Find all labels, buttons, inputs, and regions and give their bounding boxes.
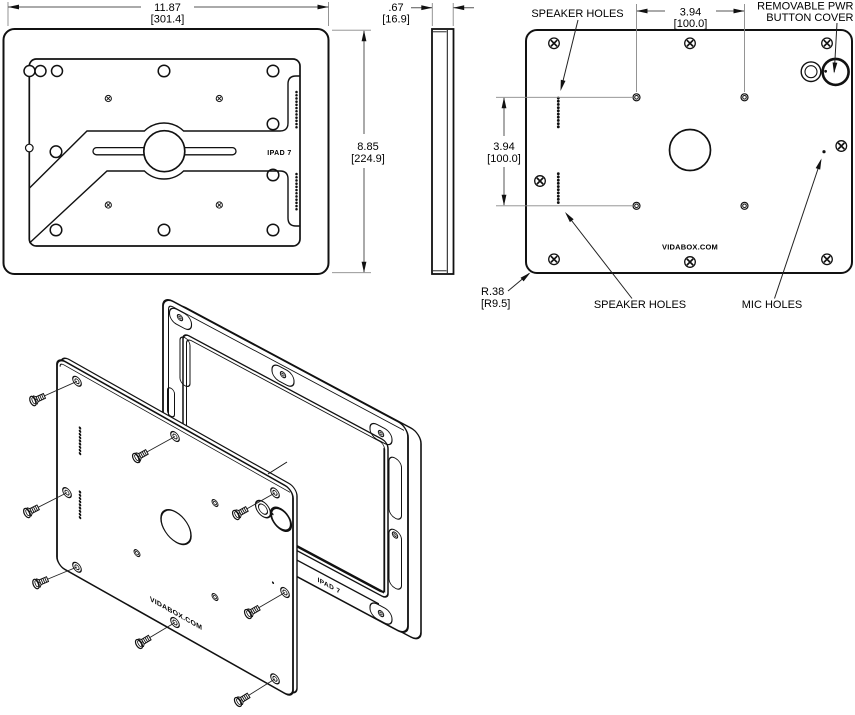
front-center-hole [142, 129, 186, 173]
mounting-screw [30, 573, 51, 591]
dimension-lines [8, 6, 744, 272]
front-camera-hole [50, 64, 64, 78]
exploded-frame: IPAD 7 [162, 298, 422, 640]
backplate-camera-ring-inner [258, 503, 268, 515]
back-view: VIDABOX.COM [525, 29, 853, 274]
front-camera-hole [34, 64, 47, 78]
dim-width-in: 11.87 [154, 2, 181, 14]
front-vesa-hole [215, 201, 223, 209]
front-hole [157, 64, 171, 78]
back-plate-outline [525, 29, 853, 274]
side-profile [431, 28, 455, 275]
back-camera-ring-inner [804, 65, 818, 79]
frame-edge-segment [267, 461, 288, 475]
mounting-screw [133, 632, 153, 651]
front-view: IPAD 7 [2, 28, 330, 275]
dim-depth-in: .67 [388, 2, 403, 14]
callout-pwr-line1: REMOVABLE PWR [757, 1, 853, 13]
dim-radius-in: R.38 [481, 286, 504, 298]
back-pwr-dot [824, 69, 827, 73]
dimensions: 11.87 [301.4] .67 [16.9] 8.85 [224.9] 3.… [7, 2, 745, 310]
front-hole [49, 223, 63, 237]
back-vesa-hole [740, 93, 749, 102]
front-model-label: IPAD 7 [267, 150, 291, 157]
callouts: SPEAKER HOLES SPEAKER HOLES MIC HOLES RE… [507, 1, 854, 311]
frame-tab [369, 602, 393, 625]
back-vesa-hole [632, 201, 641, 210]
front-vesa-hole [104, 94, 112, 103]
frame-rail-pocket [388, 456, 402, 520]
exploded-backplate: VIDABOX.COM [56, 357, 298, 696]
front-vesa-hole [215, 94, 223, 103]
dim-vesa-h-in: 3.94 [680, 7, 701, 19]
frame-rail-pocket [388, 528, 402, 590]
back-screw [533, 174, 547, 188]
back-vesa-hole [740, 201, 749, 210]
back-screw [547, 253, 561, 266]
callout-pwr-line2: BUTTON COVER [766, 12, 853, 24]
dim-depth-mm: [16.9] [382, 14, 410, 26]
mounting-screw [21, 502, 42, 520]
backplate-mic-hole [271, 581, 275, 585]
front-hole [266, 64, 280, 78]
backplate-pwr-button-cover [269, 506, 293, 532]
mounting-screw [27, 390, 48, 408]
dim-height-mm: [224.9] [351, 153, 385, 165]
dim-vesa-v-in: 3.94 [493, 141, 514, 153]
front-camera-hole [23, 64, 36, 78]
backplate-edge-line [59, 363, 290, 493]
front-channel-top [29, 75, 300, 189]
front-hole [157, 223, 171, 237]
frame-tab [168, 307, 193, 331]
front-vesa-hole [104, 201, 112, 209]
back-mic-hole [822, 150, 826, 154]
back-brand-label: VIDABOX.COM [662, 243, 718, 252]
back-center-hole [668, 128, 712, 172]
dim-vesa-h-mm: [100.0] [674, 18, 708, 30]
callout-speaker-holes-top: SPEAKER HOLES [531, 8, 623, 20]
dim-height-in: 8.85 [357, 141, 378, 153]
back-vesa-hole [632, 93, 641, 102]
mounting-screw [232, 690, 252, 709]
frame-lip-edge [168, 305, 404, 500]
front-hole [266, 223, 280, 237]
front-hole [49, 145, 63, 159]
leader-lines [507, 19, 838, 299]
back-screw [820, 37, 834, 50]
front-inner-plate [28, 58, 301, 247]
extension-lines [7, 2, 745, 274]
backplate-face [56, 359, 294, 696]
back-screw [683, 37, 697, 50]
front-hole [266, 168, 280, 182]
back-screw [683, 255, 697, 269]
dim-vesa-v-mm: [100.0] [487, 153, 521, 165]
frame-tab [271, 364, 295, 387]
side-view [431, 28, 455, 275]
back-pwr-button-cover [821, 57, 850, 87]
callout-mic-holes: MIC HOLES [742, 299, 803, 311]
dim-radius-mm: [R9.5] [481, 298, 510, 310]
front-edge-notch [24, 143, 34, 153]
front-hole [266, 117, 280, 131]
front-channel-bottom [29, 170, 300, 244]
back-screw [820, 253, 834, 266]
backplate-center-hole [160, 508, 192, 546]
frame-camera-pocket [179, 336, 191, 388]
back-screw [835, 139, 848, 153]
callout-speaker-holes-bottom: SPEAKER HOLES [594, 299, 686, 311]
front-outer-bezel [2, 28, 330, 275]
dim-width-mm: [301.4] [151, 14, 185, 26]
exploded-view: IPAD 7 [21, 298, 422, 709]
back-screw [547, 37, 561, 50]
frame-tab [369, 422, 393, 446]
back-camera-ring [800, 61, 822, 83]
